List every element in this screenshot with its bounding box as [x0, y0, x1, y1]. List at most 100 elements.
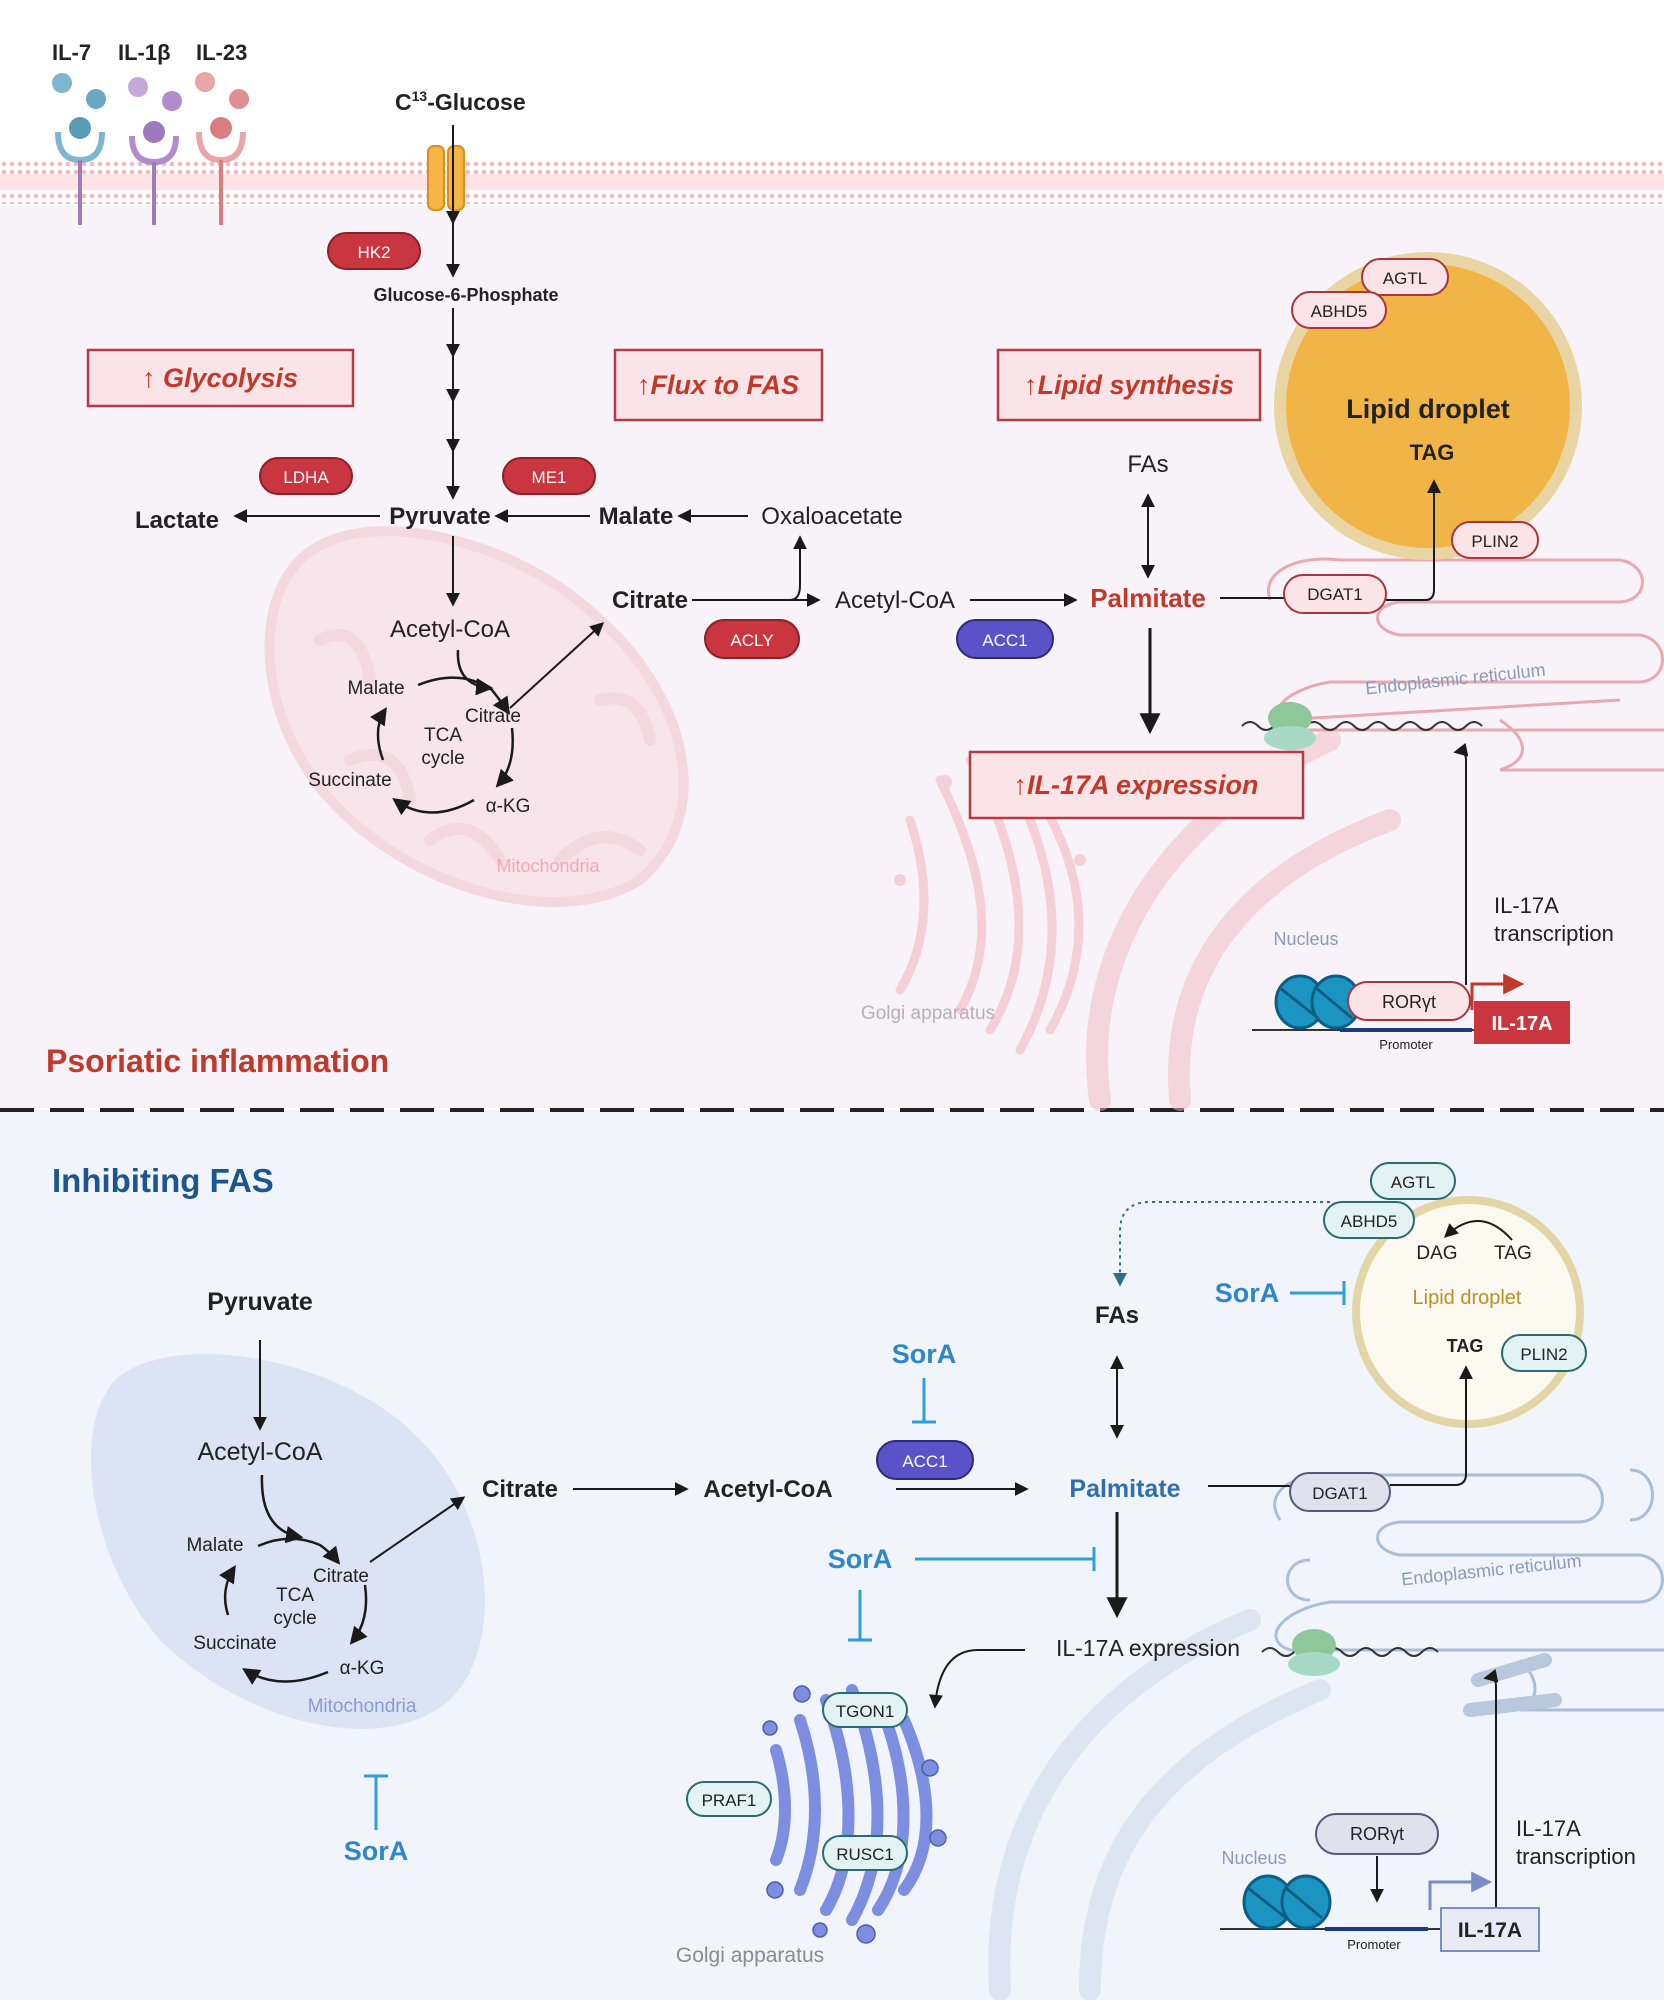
rusc1-label: RUSC1 [836, 1845, 894, 1864]
lipid-droplet-label: Lipid droplet [1346, 394, 1509, 424]
acly-label: ACLY [730, 631, 773, 650]
transcription-label-top: IL-17A [1494, 893, 1559, 918]
agtl-label-bottom: AGTL [1391, 1173, 1435, 1192]
flux-fas-callout-text: ↑Flux to FAS [637, 370, 799, 400]
g6p-label: Glucose-6-Phosphate [373, 285, 558, 305]
sora-inhibit-droplet [1290, 1281, 1346, 1305]
me1-label: ME1 [532, 468, 567, 487]
malate-label: Malate [599, 503, 674, 530]
plasma-membrane [0, 160, 1664, 204]
nucleus-label-top: Nucleus [1273, 929, 1338, 949]
tca-cycle-top [370, 649, 514, 816]
pyruvate-label-bottom: Pyruvate [207, 1288, 313, 1316]
palmitate-label: Palmitate [1090, 583, 1206, 613]
tca-akg-label: α-KG [486, 796, 531, 817]
agtl-pill-top [1361, 258, 1449, 296]
pyruvate-label: Pyruvate [389, 503, 490, 530]
tss-arrow-top [1470, 973, 1525, 1010]
citrate-label-bottom: Citrate [482, 1476, 558, 1503]
acc1-pill [956, 619, 1054, 659]
plin2-label-top: PLIN2 [1471, 532, 1518, 551]
praf1-label: PRAF1 [702, 1791, 757, 1810]
tca-cycle-label-bottom: cycle [273, 1608, 316, 1629]
acly-pill [704, 619, 800, 659]
tca-malate-label-bottom: Malate [186, 1535, 243, 1556]
oxaloacetate-label: Oxaloacetate [761, 503, 902, 530]
ldha-label: LDHA [283, 468, 329, 487]
arrow-citrate-export-bottom [369, 1496, 466, 1563]
tca-succinate-label: Succinate [308, 770, 391, 791]
abhd5-label-top: ABHD5 [1311, 302, 1368, 321]
nucleus-label-bottom: Nucleus [1221, 1848, 1286, 1868]
tca-cycle-label-bottom: TCA [276, 1585, 314, 1606]
abhd5-label-bottom: ABHD5 [1341, 1212, 1398, 1231]
transcription-label-bottom: transcription [1516, 1844, 1636, 1869]
nucleosomes-bottom [1242, 1874, 1332, 1930]
nucleosomes-top [1274, 974, 1362, 1030]
acc1-pill-bottom [876, 1440, 974, 1480]
acetylcoa-label-bottom: Acetyl-CoA [703, 1476, 832, 1503]
arrow-il17a-to-golgi [929, 1649, 1025, 1709]
sora-inhibit-golgi [848, 1590, 872, 1642]
golgi-label-bottom: Golgi apparatus [676, 1944, 824, 1967]
transcription-label-top: transcription [1494, 921, 1614, 946]
tca-citrate-label-bottom: Citrate [313, 1566, 369, 1587]
il17a-gene-label-top: IL-17A [1491, 1013, 1552, 1035]
glycolysis-callout [86, 348, 355, 408]
acetylcoa-mito-label-bottom: Acetyl-CoA [197, 1438, 322, 1466]
rorgt-label-bottom: RORγt [1350, 1824, 1404, 1844]
section-title-bottom: Inhibiting FAS [52, 1162, 274, 1199]
tca-cycle-label: TCA [424, 725, 462, 746]
il17a-gene-bottom [1440, 1907, 1540, 1952]
sora-label-il17a: SorA [828, 1544, 893, 1574]
plin2-pill-top [1451, 521, 1539, 559]
il17a-expression-callout-text: ↑IL-17A expression [1013, 770, 1258, 800]
arrow-dgat1-to-tag-bottom [1390, 1365, 1473, 1486]
flux-fas-callout [613, 348, 824, 422]
il23-receptor [195, 72, 249, 225]
hk2-label: HK2 [357, 243, 390, 262]
dgat1-pill-bottom [1289, 1472, 1391, 1512]
tca-malate-label: Malate [347, 678, 404, 699]
nucleus-envelope-bottom [988, 1609, 1331, 2000]
tag-label-bottom-2: TAG [1447, 1336, 1484, 1356]
cytokine-label: IL-1β [118, 40, 171, 65]
tca-citrate-label: Citrate [465, 706, 521, 727]
mitochondria-label: Mitochondria [496, 856, 600, 876]
arrow-abhd5-to-fas-dotted [1113, 1201, 1330, 1287]
agtl-pill-bottom [1370, 1162, 1456, 1200]
tgon1-pill [822, 1692, 908, 1728]
tgon1-label: TGON1 [836, 1702, 895, 1721]
il1b-receptor [128, 77, 182, 225]
ldha-pill [259, 457, 353, 495]
plin2-label-bottom: PLIN2 [1520, 1345, 1567, 1364]
sora-inhibit-il17a [915, 1547, 1096, 1571]
glucose-transporter [427, 145, 465, 211]
rorgt-label-top: RORγt [1382, 992, 1436, 1012]
acetylcoa-cyto-label: Acetyl-CoA [835, 587, 955, 614]
mitochondria-label-bottom: Mitochondria [308, 1696, 417, 1717]
sora-label-mito: SorA [344, 1836, 409, 1866]
cytokine-label: IL-7 [52, 40, 91, 65]
rusc1-pill [822, 1835, 908, 1871]
lactate-label: Lactate [135, 507, 219, 534]
lipid-droplet-label-bottom: Lipid droplet [1413, 1287, 1522, 1309]
glycolysis-callout-text: ↑ Glycolysis [142, 363, 298, 393]
lipid-synthesis-callout [996, 348, 1262, 422]
tca-akg-label-bottom: α-KG [340, 1658, 385, 1679]
dgat1-label-top: DGAT1 [1307, 585, 1362, 604]
abhd5-pill-bottom [1323, 1201, 1415, 1239]
arrow-transcription-top [1453, 742, 1469, 985]
arrow-citrate-export [509, 622, 605, 709]
me1-pill [502, 457, 596, 495]
rorgt-pill-bottom [1315, 1813, 1439, 1855]
transcription-label-bottom: IL-17A [1516, 1816, 1581, 1841]
plin2-pill-bottom [1501, 1334, 1587, 1372]
golgi-vesicles-bottom [762, 1685, 947, 1944]
agtl-label-top: AGTL [1383, 269, 1427, 288]
abhd5-pill-top [1291, 291, 1387, 329]
arrow-transcription-bottom [1483, 1668, 1499, 1916]
dgat1-pill-top [1283, 574, 1387, 614]
fas-label: FAs [1127, 451, 1168, 478]
